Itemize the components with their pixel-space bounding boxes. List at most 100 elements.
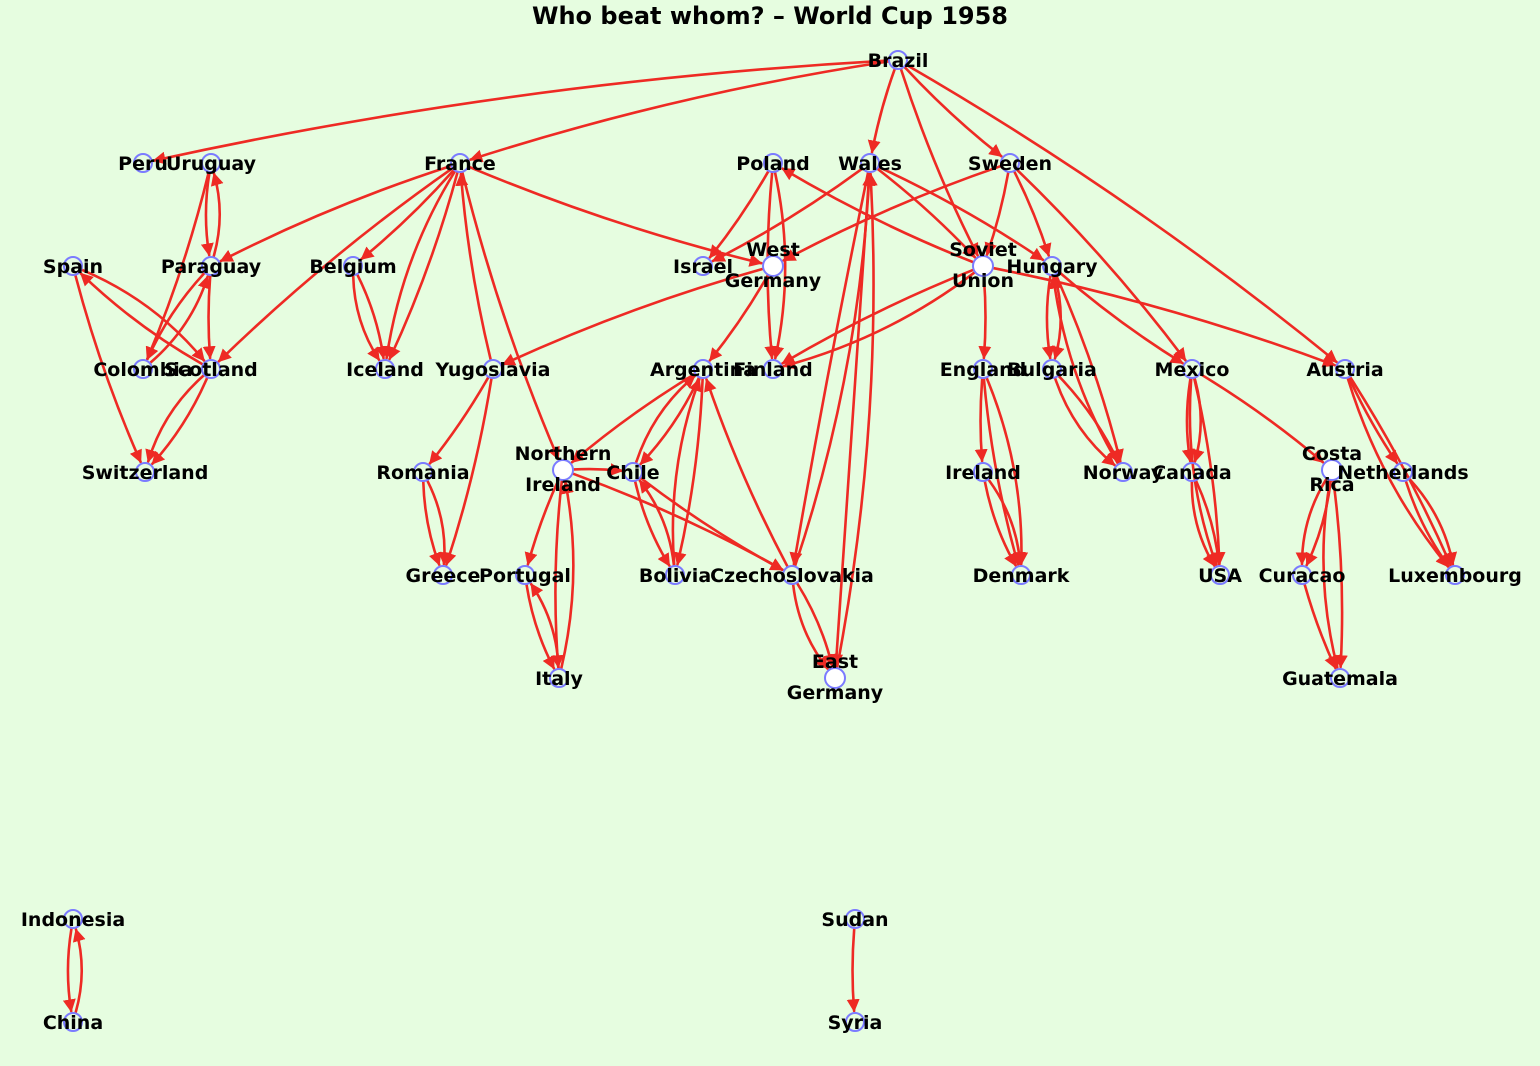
edge-mexico-beat-usa [1193, 377, 1226, 566]
node-paraguay: Paraguay [161, 256, 262, 278]
node-brazil: Brazil [868, 50, 928, 72]
edge-poland-beat-finland [771, 171, 787, 360]
edge-brazil-beat-sweden [903, 66, 1003, 158]
edge-sweden-beat-hungary [1013, 170, 1052, 257]
node-circle [1011, 565, 1031, 585]
edge-italy-beat-northern-ireland [560, 480, 575, 670]
edge-argentina-beat-bolivia [673, 377, 704, 566]
edge-spain-beat-switzerland [74, 274, 142, 464]
edge-soviet-union-beat-finland [782, 271, 976, 370]
edge-yugoslavia-beat-greece [443, 377, 493, 566]
node-argentina: Argentina [650, 359, 756, 381]
node-label: Spain [43, 256, 103, 278]
node-label: Colombia [93, 359, 192, 381]
node-switzerland: Switzerland [82, 462, 208, 484]
node-label: Sudan [821, 909, 888, 931]
node-circle [1445, 565, 1465, 585]
node-circle [1393, 462, 1413, 482]
node-hungary: Hungary [1006, 256, 1098, 278]
graph-title: Who beat whom? – World Cup 1958 [532, 2, 1008, 30]
node-circle [1335, 359, 1355, 379]
node-label: Bulgaria [1007, 359, 1097, 381]
node-circle [762, 255, 784, 277]
edge-indonesia-beat-china [62, 927, 76, 1013]
edge-austria-beat-luxembourg [1346, 377, 1450, 568]
node-label: Finland [733, 359, 812, 381]
node-label: Sweden [968, 153, 1052, 175]
edge-northern-ireland-beat-portugal [524, 478, 560, 566]
node-greece: Greece [406, 565, 480, 587]
node-wales: Wales [838, 153, 902, 175]
edge-portugal-beat-italy [525, 583, 556, 670]
node-france: France [424, 153, 496, 175]
edge-england-beat-ireland [974, 377, 988, 463]
node-chile: Chile [606, 462, 660, 484]
node-circle [1182, 359, 1202, 379]
node-circle [483, 359, 503, 379]
edge-ireland-beat-denmark [983, 480, 1017, 567]
node-circle [133, 359, 153, 379]
edge-belgium-beat-iceland [356, 273, 389, 360]
node-china: China [43, 1012, 103, 1034]
node-luxembourg: Luxembourg [1388, 565, 1522, 587]
node-syria: Syria [828, 1012, 882, 1034]
node-portugal: Portugal [479, 565, 571, 587]
edge-sweden-beat-soviet-union [984, 171, 1010, 256]
node-label: Scotland [164, 359, 258, 381]
node-norway: Norway [1083, 462, 1164, 484]
node-mexico: Mexico [1155, 359, 1229, 381]
node-circle [888, 50, 908, 70]
node-label: Argentina [650, 359, 756, 381]
node-circle [1292, 565, 1312, 585]
node-yugoslavia: Yugoslavia [435, 359, 551, 381]
node-label: Guatemala [1282, 668, 1398, 690]
node-circle [763, 153, 783, 173]
edge-chile-beat-argentina [634, 374, 696, 464]
node-label: Wales [838, 153, 902, 175]
node-circle [1113, 462, 1133, 482]
node-belgium: Belgium [309, 256, 397, 278]
node-spain: Spain [43, 256, 103, 278]
node-label: Chile [606, 462, 659, 484]
node-denmark: Denmark [973, 565, 1070, 587]
node-circle [1042, 359, 1062, 379]
node-circle [973, 462, 993, 482]
node-label: Netherlands [1337, 462, 1468, 484]
node-label: Bolivia [639, 565, 711, 587]
node-canada: Canada [1152, 462, 1232, 484]
node-label: Norway [1083, 462, 1164, 484]
node-circle [845, 1012, 865, 1032]
node-circle [860, 153, 880, 173]
node-circle [63, 256, 83, 276]
node-label: Israel [673, 256, 733, 278]
edge-austria-beat-netherlands [1347, 376, 1399, 465]
edge-netherlands-beat-luxembourg [1408, 478, 1458, 566]
node-label: England [940, 359, 1027, 381]
edge-scotland-beat-switzerland [151, 376, 209, 466]
edge-scotland-beat-spain [79, 272, 204, 366]
edge-bulgaria-beat-norway [1053, 377, 1116, 467]
edge-ireland-beat-denmark [987, 478, 1026, 566]
edge-soviet-union-beat-austria [992, 266, 1336, 368]
node-circle [63, 909, 83, 929]
node-circle [433, 565, 453, 585]
node-circle [201, 153, 221, 173]
node-circle [1182, 462, 1202, 482]
edge-canada-beat-usa [1190, 480, 1216, 567]
edge-wales-beat-israel [711, 167, 864, 263]
edge-bulgaria-beat-norway [1057, 374, 1120, 464]
edge-poland-beat-israel [708, 170, 770, 259]
node-label: Yugoslavia [435, 359, 551, 381]
node-austria: Austria [1306, 359, 1384, 381]
edge-northern-ireland-beat-chile [572, 463, 624, 477]
edge-czechoslovakia-beat-east-germany [791, 583, 829, 670]
edge-norway-beat-hungary [1048, 275, 1120, 465]
edge-yugoslavia-beat-romania [428, 376, 490, 465]
